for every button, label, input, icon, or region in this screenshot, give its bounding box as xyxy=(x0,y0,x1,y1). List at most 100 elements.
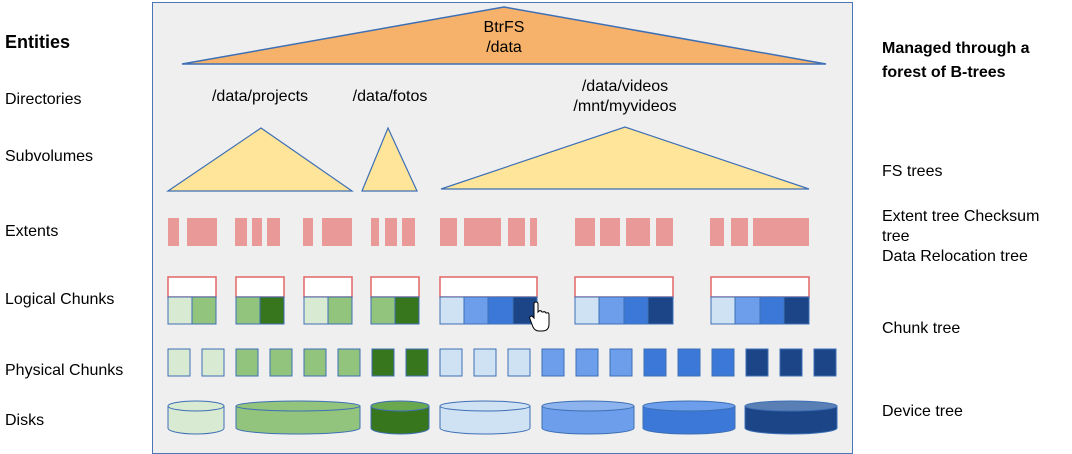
logical-chunk-header xyxy=(574,276,674,298)
dir-videos-line1: /data/videos xyxy=(581,78,669,95)
physical-chunks-row xyxy=(167,348,837,377)
label-extents: Extents xyxy=(5,223,59,240)
extent-block xyxy=(267,218,280,246)
btrfs-root-line2: /data xyxy=(486,39,522,56)
label-logical-chunks: Logical Chunks xyxy=(5,291,115,308)
btrees-heading: Managed through a forest of B-trees xyxy=(882,37,1030,85)
logical-chunk-header xyxy=(167,276,217,298)
physical-chunk xyxy=(167,348,191,377)
label-directories: Directories xyxy=(5,91,82,108)
logical-chunk-header xyxy=(235,276,285,298)
logical-chunk-cell xyxy=(463,296,489,325)
extent-block xyxy=(371,218,379,246)
logical-chunk-header xyxy=(370,276,420,298)
logical-chunk-cell xyxy=(327,296,353,325)
dir-fotos: /data/fotos xyxy=(352,88,428,105)
logical-chunk-cell xyxy=(734,296,761,325)
extent-block xyxy=(303,218,313,246)
disks-row xyxy=(167,400,838,435)
logical-chunk-cell xyxy=(439,296,465,325)
extent-block xyxy=(235,218,247,246)
physical-chunk xyxy=(507,348,531,377)
extent-block xyxy=(530,218,537,246)
logical-chunk-cell xyxy=(710,296,736,325)
physical-chunk xyxy=(745,348,769,377)
btrees-heading-line1: Managed through a xyxy=(882,40,1030,57)
physical-chunk xyxy=(337,348,361,377)
disk xyxy=(370,400,430,435)
extent-block xyxy=(440,218,457,246)
extent-block xyxy=(168,218,179,246)
extents-row xyxy=(168,218,809,246)
logical-chunk-cell xyxy=(370,296,396,325)
label-subvolumes: Subvolumes xyxy=(5,148,94,165)
extent-block xyxy=(731,218,748,246)
logical-chunk-cell xyxy=(487,296,514,325)
physical-chunk xyxy=(779,348,803,377)
extent-tree-line1: Extent tree Checksum xyxy=(882,208,1040,225)
physical-chunk xyxy=(201,348,225,377)
physical-chunk xyxy=(269,348,293,377)
physical-chunk xyxy=(473,348,497,377)
extent-block xyxy=(508,218,525,246)
extent-tree-line2: tree xyxy=(882,228,910,245)
physical-chunk xyxy=(541,348,565,377)
physical-chunk xyxy=(643,348,667,377)
subvolume-projects-triangle xyxy=(166,127,354,192)
entities-heading: Entities xyxy=(5,32,71,52)
logical-chunk-cell xyxy=(303,296,329,325)
extent-block xyxy=(252,218,262,246)
logical-chunk-header xyxy=(303,276,353,298)
extent-block xyxy=(600,218,620,246)
extent-block xyxy=(385,218,397,246)
extent-block xyxy=(710,218,724,246)
logical-chunk-cell xyxy=(623,296,649,325)
disk xyxy=(541,400,635,435)
logical-chunk-cell xyxy=(191,296,217,325)
physical-chunk xyxy=(711,348,735,377)
btrfs-root-line1: BtrFS xyxy=(483,19,525,36)
label-disks: Disks xyxy=(5,412,45,429)
logical-chunks-row xyxy=(167,276,810,325)
physical-chunk xyxy=(303,348,327,377)
label-fs-trees: FS trees xyxy=(882,163,943,180)
extent-block xyxy=(656,218,673,246)
disk xyxy=(439,400,531,435)
btrfs-root-label: BtrFS /data xyxy=(454,18,554,58)
btrees-heading-line2: forest of B-trees xyxy=(882,64,1006,81)
physical-chunk xyxy=(677,348,701,377)
extent-block xyxy=(575,218,595,246)
dir-videos: /data/videos /mnt/myvideos xyxy=(560,77,690,117)
extent-block xyxy=(322,218,352,246)
physical-chunk xyxy=(439,348,463,377)
pointer-hand-icon xyxy=(529,301,550,332)
logical-chunk-cell xyxy=(574,296,600,325)
logical-chunk-cell xyxy=(394,296,420,325)
logical-chunk-cell xyxy=(259,296,285,325)
extent-block xyxy=(753,218,809,246)
dir-videos-line2: /mnt/myvideos xyxy=(573,98,677,115)
disk xyxy=(642,400,736,435)
logical-chunk-cell xyxy=(598,296,625,325)
extent-block xyxy=(402,218,415,246)
label-chunk-tree: Chunk tree xyxy=(882,320,961,337)
extent-block xyxy=(626,218,650,246)
disk xyxy=(744,400,838,435)
logical-chunk-cell xyxy=(235,296,261,325)
logical-chunk-cell xyxy=(647,296,674,325)
logical-chunk-cell xyxy=(167,296,193,325)
disk xyxy=(167,400,225,435)
subvolume-fotos-triangle xyxy=(361,126,418,192)
label-extent-tree: Extent tree Checksum tree Data Relocatio… xyxy=(882,207,1039,267)
data-relocation-tree: Data Relocation tree xyxy=(882,248,1028,265)
logical-chunk-header xyxy=(710,276,810,298)
logical-chunk-cell xyxy=(759,296,785,325)
extent-block xyxy=(187,218,217,246)
physical-chunk xyxy=(371,348,395,377)
dir-projects: /data/projects xyxy=(211,88,309,105)
logical-chunk-cell xyxy=(783,296,810,325)
physical-chunk xyxy=(405,348,429,377)
subvolume-videos-triangle xyxy=(440,126,810,190)
extent-block xyxy=(464,218,501,246)
